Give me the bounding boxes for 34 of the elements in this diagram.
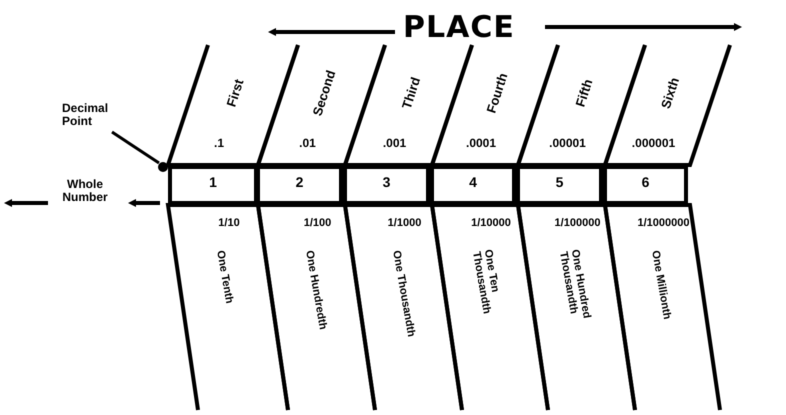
label-text: Decimal Point — [62, 102, 110, 128]
decimal-value: .001 — [382, 136, 406, 150]
place-name: Sixth — [657, 76, 682, 110]
leader-line — [111, 130, 160, 164]
decimal-point-dot — [158, 162, 168, 172]
place-word: One Millionth — [648, 250, 674, 322]
fraction: 1/100000 — [554, 217, 600, 229]
fraction: 1/100 — [304, 217, 332, 229]
place-word: One Thousandth — [389, 250, 418, 340]
decimal-value: .1 — [214, 136, 224, 150]
heading: PLACE — [403, 10, 515, 45]
digit-cell: 5 — [516, 165, 603, 205]
label-text: Whole Number — [61, 178, 109, 204]
place-word: One Tenth — [214, 250, 236, 306]
place-name: First — [224, 77, 246, 109]
fraction: 1/10000 — [471, 217, 511, 229]
digit-cell: 1 — [168, 165, 258, 205]
decimal-value: .000001 — [632, 136, 676, 150]
fraction: 1/1000 — [388, 217, 422, 229]
place-name: Fourth — [484, 71, 510, 115]
digit-cell: 6 — [603, 165, 688, 205]
digit-cell: 2 — [256, 165, 343, 205]
digit-cell: 3 — [343, 165, 430, 205]
fraction: 1/10 — [218, 217, 240, 229]
fraction: 1/1000000 — [638, 217, 690, 229]
digit-cell: 4 — [430, 165, 516, 205]
decimal-value: .01 — [299, 136, 316, 150]
place-word: One Hundredth — [302, 250, 330, 333]
place-word: One Ten Thousandth — [470, 248, 502, 317]
place-word: One Hundred Thousandth — [556, 248, 594, 322]
decimal-value: .00001 — [549, 136, 586, 150]
place-name: Fifth — [572, 77, 595, 109]
decimal-value: .0001 — [466, 136, 496, 150]
place-name: Third — [398, 75, 423, 111]
